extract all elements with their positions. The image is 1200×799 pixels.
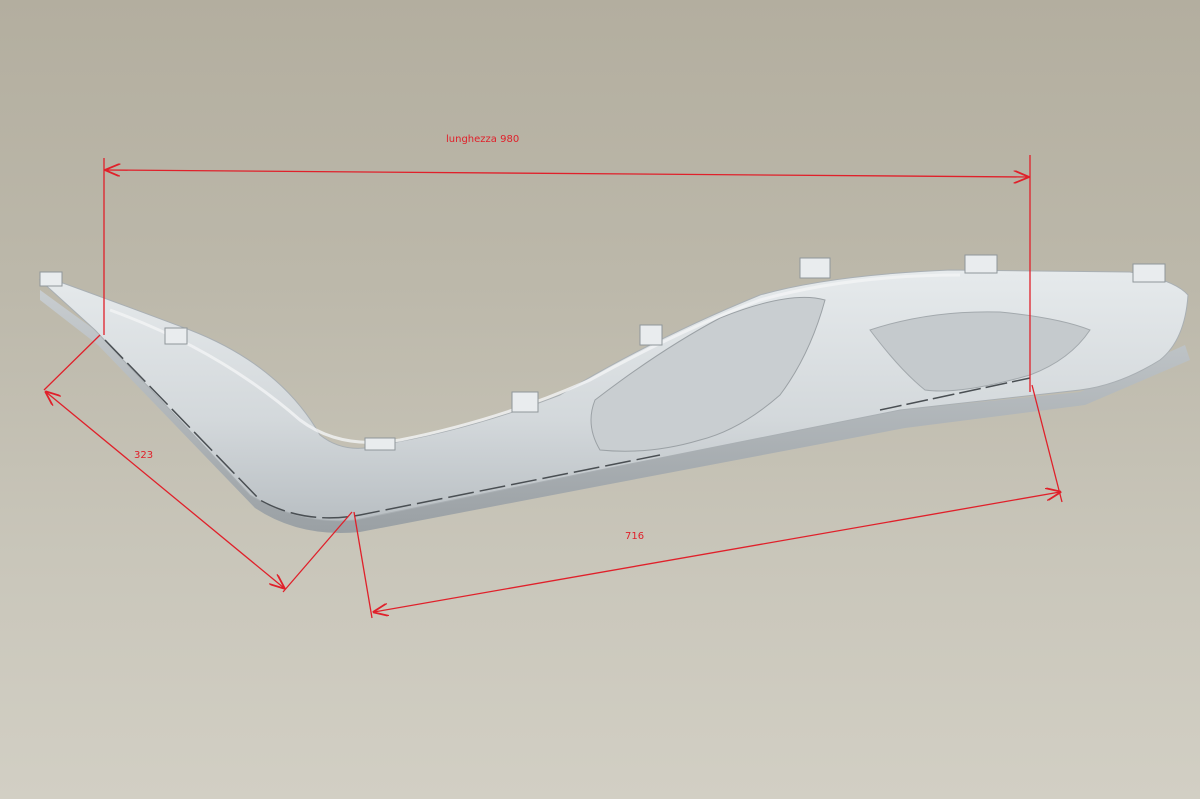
part-window-opening	[590, 296, 826, 452]
left-extension-bottom	[282, 511, 353, 593]
right-extension-right	[1031, 384, 1063, 503]
clip	[511, 391, 539, 413]
mounting-clips	[39, 254, 1166, 451]
left-extension-top	[43, 334, 101, 391]
right-segment-label: 716	[625, 531, 644, 542]
clip	[1132, 263, 1166, 283]
bumper-trim-part	[38, 254, 1190, 533]
clip	[164, 327, 188, 345]
clip	[799, 257, 831, 279]
length-label: lunghezza 980	[446, 134, 519, 145]
dimension-annotations	[43, 155, 1063, 619]
part-lower-edge	[40, 290, 1190, 533]
part-seam-line-right	[879, 377, 1031, 411]
length-dimension-line	[106, 170, 1028, 177]
clip	[964, 254, 998, 274]
part-side-scoop	[869, 311, 1091, 392]
left-dimension-line	[46, 392, 284, 588]
right-extension-left	[353, 511, 373, 619]
left-segment-label: 323	[134, 450, 153, 461]
clip	[364, 437, 396, 451]
right-dimension-line	[374, 492, 1060, 612]
dimension-labels: lunghezza 980 323 716	[134, 134, 644, 542]
clip	[39, 271, 63, 287]
clip	[639, 324, 663, 346]
